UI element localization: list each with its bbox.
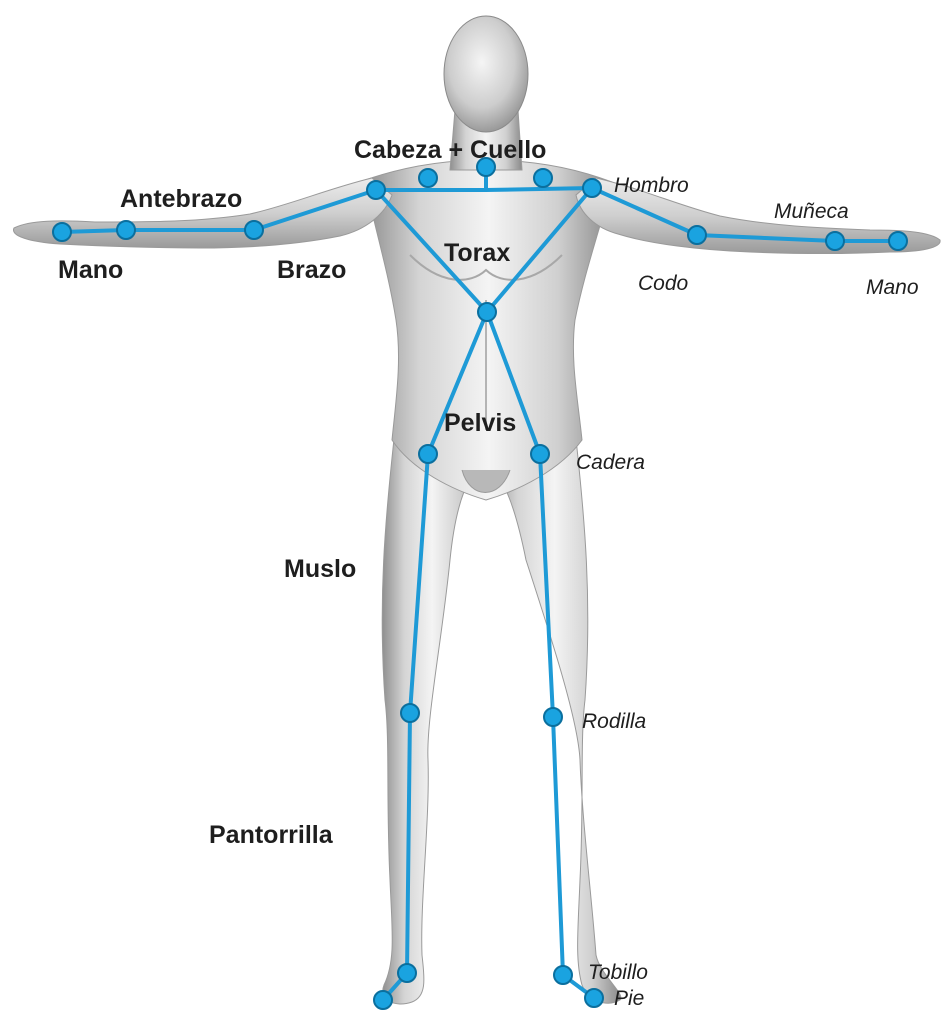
label-thorax: Torax bbox=[444, 241, 510, 266]
left-hip-joint bbox=[531, 445, 549, 463]
left-hand-joint bbox=[889, 232, 907, 250]
label-pelvis: Pelvis bbox=[444, 411, 516, 436]
label-arm: Brazo bbox=[277, 258, 346, 283]
label-thigh: Muslo bbox=[284, 557, 356, 582]
right-shoulder-joint bbox=[367, 181, 385, 199]
right-wrist-joint bbox=[117, 221, 135, 239]
label-knee: Rodilla bbox=[582, 711, 646, 732]
left-knee-joint bbox=[544, 708, 562, 726]
right-neck-joint bbox=[419, 169, 437, 187]
label-elbow: Codo bbox=[638, 273, 688, 294]
right-hand-joint bbox=[53, 223, 71, 241]
label-wrist: Muñeca bbox=[774, 201, 849, 222]
label-hand-right: Mano bbox=[58, 258, 123, 283]
label-forearm: Antebrazo bbox=[120, 187, 242, 212]
right-leg-shape bbox=[382, 430, 482, 1004]
thorax-joint bbox=[478, 303, 496, 321]
right-knee-joint bbox=[401, 704, 419, 722]
label-head-neck: Cabeza + Cuello bbox=[354, 138, 546, 163]
right-foot-joint bbox=[374, 991, 392, 1009]
right-elbow-joint bbox=[245, 221, 263, 239]
label-foot: Pie bbox=[614, 988, 644, 1009]
left-shoulder-joint bbox=[583, 179, 601, 197]
left-wrist-joint bbox=[826, 232, 844, 250]
label-shoulder: Hombro bbox=[614, 175, 689, 196]
right-ankle-joint bbox=[398, 964, 416, 982]
left-elbow-joint bbox=[688, 226, 706, 244]
label-calf: Pantorrilla bbox=[209, 823, 333, 848]
left-foot-joint bbox=[585, 989, 603, 1007]
label-ankle: Tobillo bbox=[588, 962, 648, 983]
left-ankle-joint bbox=[554, 966, 572, 984]
label-hip: Cadera bbox=[576, 452, 645, 473]
head-shape bbox=[444, 16, 528, 132]
right-hip-joint bbox=[419, 445, 437, 463]
label-hand-left: Mano bbox=[866, 277, 919, 298]
left-neck-joint bbox=[534, 169, 552, 187]
